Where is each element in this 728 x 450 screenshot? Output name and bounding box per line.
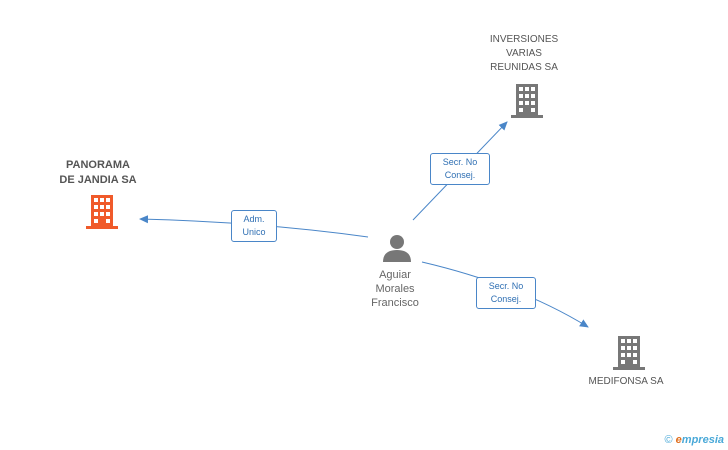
person-icon <box>383 235 411 262</box>
building-icon <box>613 336 645 370</box>
edge-label-adm[interactable]: Adm. Unico <box>231 210 277 242</box>
node-label-inversiones[interactable]: INVERSIONES VARIAS REUNIDAS SA <box>489 34 559 73</box>
node-label-person[interactable]: Aguiar Morales Francisco <box>371 269 419 309</box>
building-icon <box>511 84 543 118</box>
edge-label-secr-inversiones[interactable]: Secr. No Consej. <box>430 153 490 185</box>
building-icon <box>86 195 118 229</box>
brand-name: mpresia <box>681 434 724 446</box>
node-label-medifonsa[interactable]: MEDIFONSA SA <box>588 376 664 387</box>
empresia-watermark: © empresia <box>665 434 725 446</box>
node-label-panorama[interactable]: PANORAMA DE JANDIA SA <box>59 159 137 186</box>
brand-e: e <box>675 434 682 446</box>
copyright-symbol: © <box>664 434 673 446</box>
edge-label-secr-medifonsa[interactable]: Secr. No Consej. <box>476 277 536 309</box>
